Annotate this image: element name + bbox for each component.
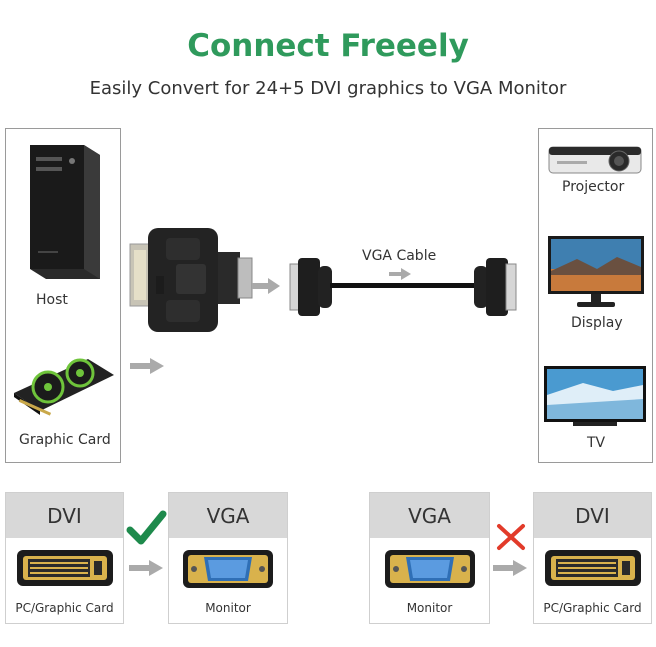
- projector-icon: [548, 146, 642, 174]
- host-label: Host: [36, 292, 68, 308]
- vga-source-caption: Monitor: [406, 601, 453, 615]
- dvi-target-header: DVI: [534, 493, 651, 538]
- vga-cable-image: [289, 258, 517, 316]
- cross-icon: [497, 524, 525, 550]
- tv-icon: [544, 366, 646, 426]
- desktop-tower-icon: [30, 145, 100, 279]
- vga-source-box: VGA Monitor: [369, 492, 490, 624]
- arrow-right-icon: [493, 560, 527, 576]
- dvi-source-caption: PC/Graphic Card: [15, 601, 114, 615]
- dvi-source-header: DVI: [6, 493, 123, 538]
- arrow-right-icon: [389, 268, 411, 280]
- dvi-port-icon: [16, 550, 113, 586]
- arrow-right-icon: [130, 358, 164, 374]
- dvi-target-box: DVI PC/Graphic Card: [533, 492, 652, 624]
- vga-port-icon: [183, 550, 273, 588]
- display-label: Display: [571, 315, 623, 331]
- graphic-card-label: Graphic Card: [19, 432, 111, 448]
- check-icon: [126, 510, 167, 545]
- vga-cable-label: VGA Cable: [362, 248, 437, 264]
- projector-label: Projector: [562, 179, 625, 195]
- vga-target-box: VGA Monitor: [168, 492, 288, 624]
- vga-source-header: VGA: [370, 493, 489, 538]
- arrow-right-icon: [252, 278, 280, 294]
- vga-target-header: VGA: [169, 493, 287, 538]
- dvi-target-caption: PC/Graphic Card: [543, 601, 642, 615]
- monitor-icon: [548, 236, 644, 307]
- graphics-card-icon: [14, 358, 114, 416]
- dvi-vga-adapter-image: [129, 228, 253, 332]
- page-subtitle: Easily Convert for 24+5 DVI graphics to …: [89, 78, 567, 99]
- arrow-right-icon: [129, 560, 163, 576]
- left-panel: Host Graphic Card: [5, 128, 121, 463]
- dvi-port-icon: [544, 550, 641, 586]
- vga-target-caption: Monitor: [205, 601, 251, 615]
- vga-port-icon: [384, 550, 475, 588]
- dvi-source-box: DVI PC/Graphic Card: [5, 492, 124, 624]
- page-title: Connect Freeely: [187, 28, 469, 64]
- right-panel: Projector Display TV: [538, 128, 653, 463]
- tv-label: TV: [587, 435, 606, 451]
